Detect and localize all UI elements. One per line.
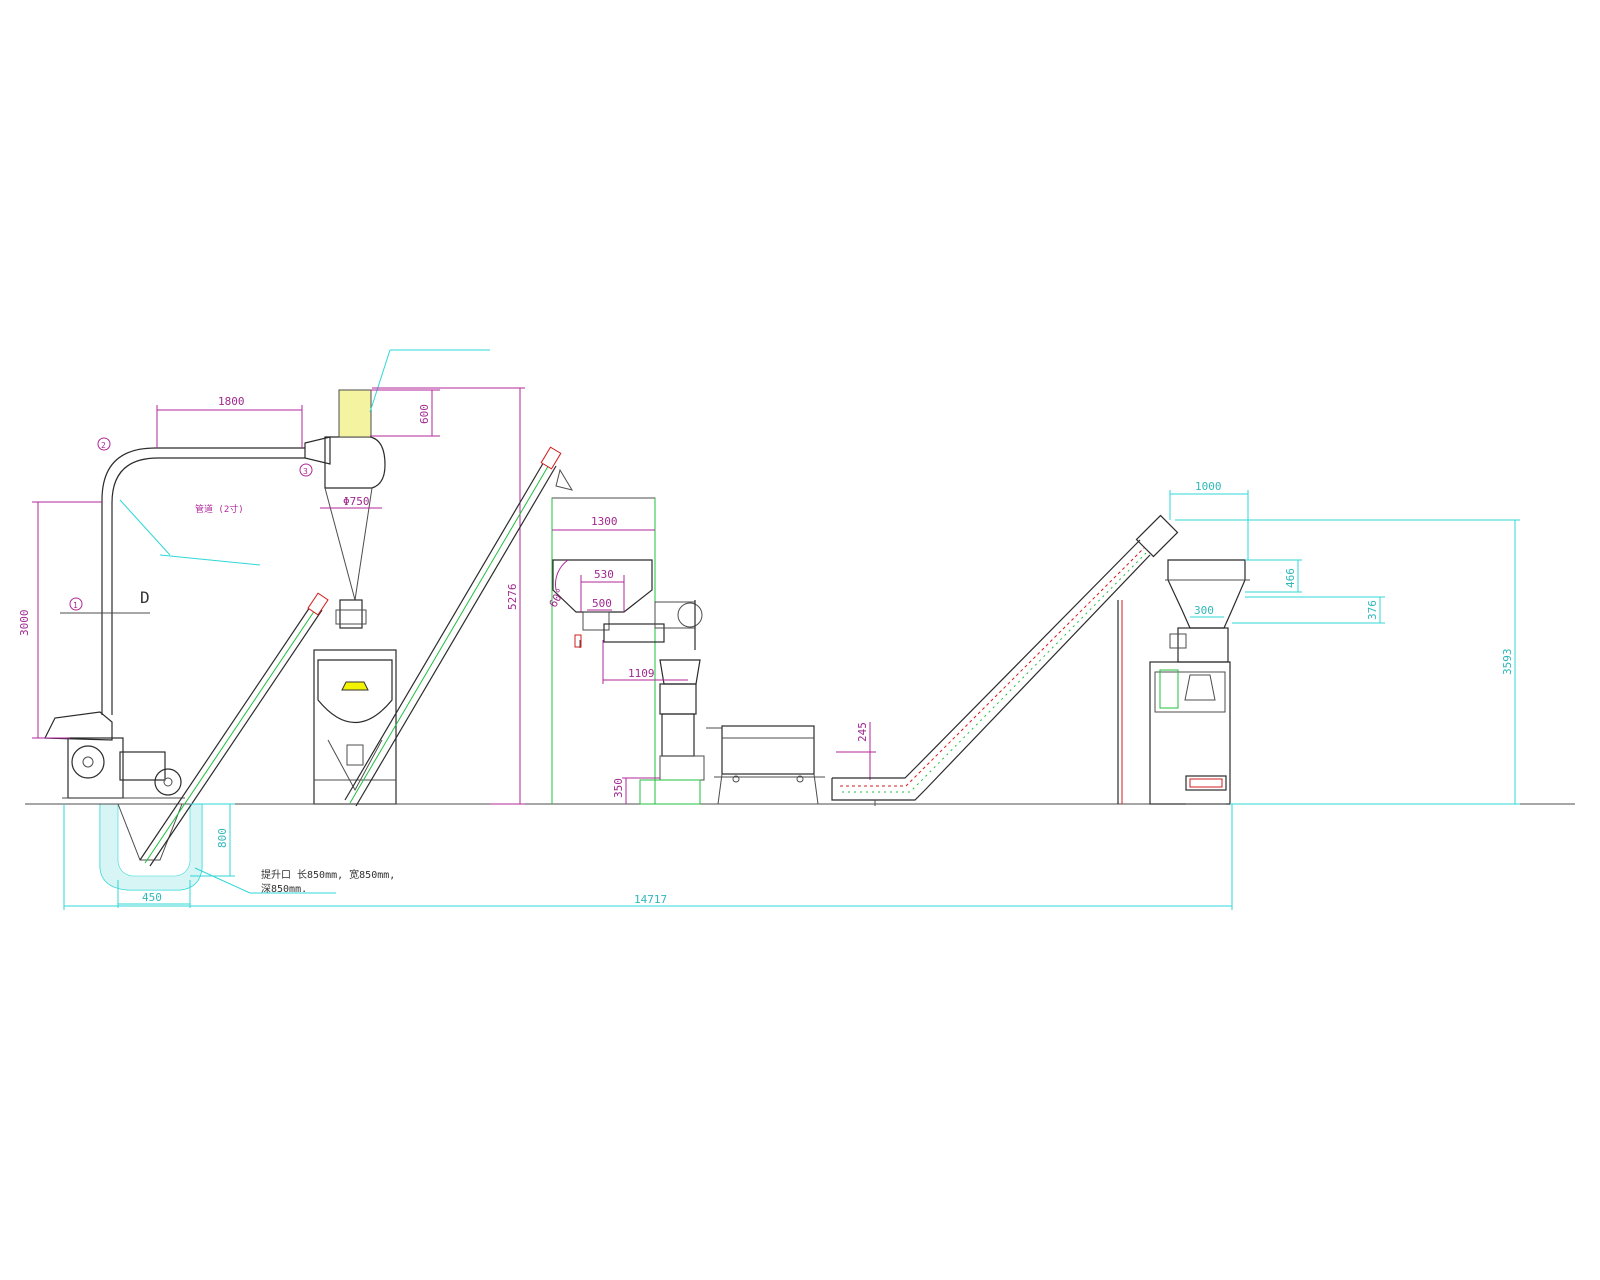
dim-1109: 1109	[628, 667, 655, 680]
feed-hopper-structure	[551, 497, 705, 805]
dim-14717-lines	[63, 804, 1233, 910]
pit-leader-line	[194, 867, 251, 894]
dim-1000-lines	[1169, 490, 1249, 560]
dim-1109-lines	[602, 640, 688, 684]
dim-600: 600	[418, 404, 431, 424]
dim-376-lines	[1232, 596, 1385, 624]
dim-3593-lines	[1175, 519, 1520, 805]
dim-530-lines	[580, 575, 625, 612]
dim-350-lines	[622, 777, 660, 804]
dim-245-lines	[836, 722, 876, 780]
dim-530: 530	[594, 568, 614, 581]
dim-14717: 14717	[634, 893, 667, 906]
pit-note-line2: 深850mm.	[261, 883, 307, 895]
pit-note-line1: 提升口 长850mm, 宽850mm,	[261, 868, 395, 881]
hammer-mill	[44, 711, 185, 805]
screw-conveyor-2	[344, 446, 574, 807]
callout-label-3: 3	[303, 467, 308, 476]
dim-1800-lines	[156, 405, 303, 448]
inclined-elevator	[831, 514, 1179, 806]
dim-466: 466	[1284, 568, 1297, 588]
angle-60: 60°	[547, 586, 568, 610]
cyclone	[304, 349, 490, 629]
feed-pit	[99, 803, 203, 891]
packing-machine	[1149, 559, 1250, 805]
dim-3000: 3000	[18, 610, 31, 637]
callout-circle-2	[97, 437, 111, 451]
dim-750: Φ750	[343, 495, 370, 508]
dim-5276: 5276	[506, 584, 519, 611]
dim-5276-lines	[372, 387, 525, 805]
cooler-screen	[706, 725, 825, 805]
callout-label-2: 2	[101, 441, 106, 450]
dim-350: 350	[612, 778, 625, 798]
mixer	[310, 649, 400, 805]
dim-376: 376	[1366, 600, 1379, 620]
dim-3593: 3593	[1501, 649, 1514, 676]
dim-3000-lines	[32, 501, 102, 739]
dim-300: 300	[1194, 604, 1214, 617]
pneumatic-pipe	[60, 447, 305, 715]
dim-245: 245	[856, 722, 869, 742]
dim-1000: 1000	[1195, 480, 1222, 493]
dim-1800: 1800	[218, 395, 245, 408]
callout-circle-3	[299, 463, 313, 477]
dim-800: 800	[216, 828, 229, 848]
label-d: D	[140, 588, 150, 607]
dim-450: 450	[142, 891, 162, 904]
dim-600-lines	[370, 389, 440, 437]
dim-466-lines	[1245, 559, 1302, 593]
callout-circle-1	[69, 597, 83, 611]
callout-label-1: 1	[73, 601, 78, 610]
pipe-note: 管道 (2寸)	[195, 503, 244, 515]
dim-1300: 1300	[591, 515, 618, 528]
dim-500: 500	[592, 597, 612, 610]
screw-conveyor-1	[139, 592, 329, 867]
dim-450-lines	[117, 880, 191, 908]
